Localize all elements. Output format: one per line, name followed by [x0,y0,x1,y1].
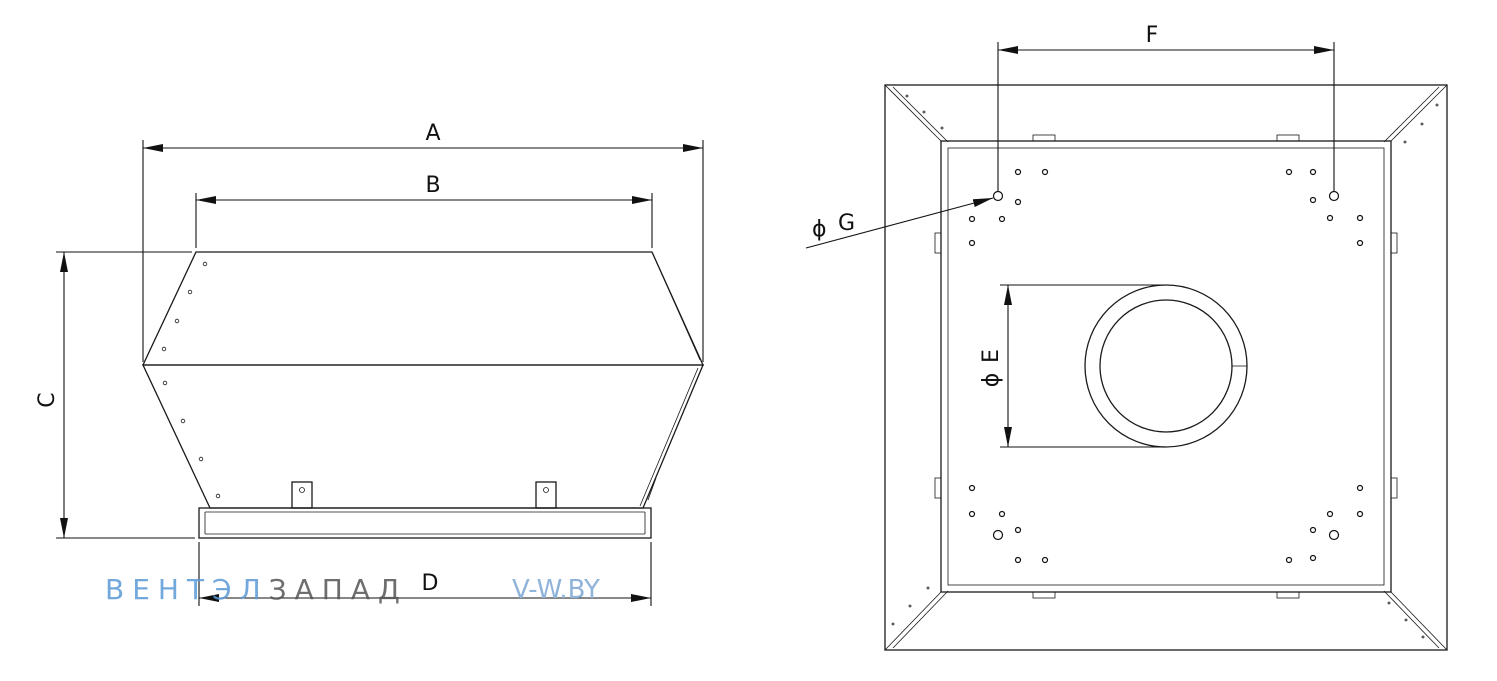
dimension-label-b: B [425,173,440,198]
dimension-label-a: A [425,121,440,146]
mount-bracket-right [535,481,557,509]
top-view: F ϕ G ϕ E [805,23,1448,651]
diameter-symbol-e: ϕ [979,373,1004,388]
hood-rivets [161,261,221,499]
lower-hood-edge [639,367,699,507]
dimension-g: ϕ G [805,197,994,249]
dimension-label-e: E [979,349,1004,363]
watermark-brand-part2: ЗАПАД [268,573,408,606]
inner-plate [947,147,1385,586]
side-view: A B C D [35,121,705,606]
outlet-outer-ring [1084,284,1248,448]
outlet-inner-ring [1099,299,1233,433]
dimension-label-g: G [838,211,855,236]
diameter-symbol-g: ϕ [812,217,827,242]
frame-tabs [934,134,1398,599]
watermark: ВЕНТЭЛЗАПАД [105,573,408,613]
watermark-url: V-W.BY [512,575,600,605]
dimension-d: D [198,542,652,606]
bevel-marks [891,94,1439,639]
outer-frame [884,84,1448,651]
watermark-brand-part1: ВЕНТЭЛ [105,573,269,606]
dimension-label-d: D [422,571,439,596]
dimension-label-f: F [1146,23,1159,48]
lower-hood-seam [647,477,657,501]
dimension-a: A [142,121,704,362]
bolt-holes [968,168,1364,564]
dimension-e: ϕ E [979,284,1166,448]
upper-hood-outline [141,251,705,366]
dimension-b: B [195,173,653,248]
dimension-label-c: C [35,392,60,407]
lower-hood-outline [141,364,704,509]
dimension-c: C [35,251,195,539]
inner-frame [940,140,1392,593]
mount-bracket-left [291,481,313,509]
dimension-f: F [997,23,1335,191]
base-frame [198,507,652,539]
upper-hood-edge [651,251,701,361]
